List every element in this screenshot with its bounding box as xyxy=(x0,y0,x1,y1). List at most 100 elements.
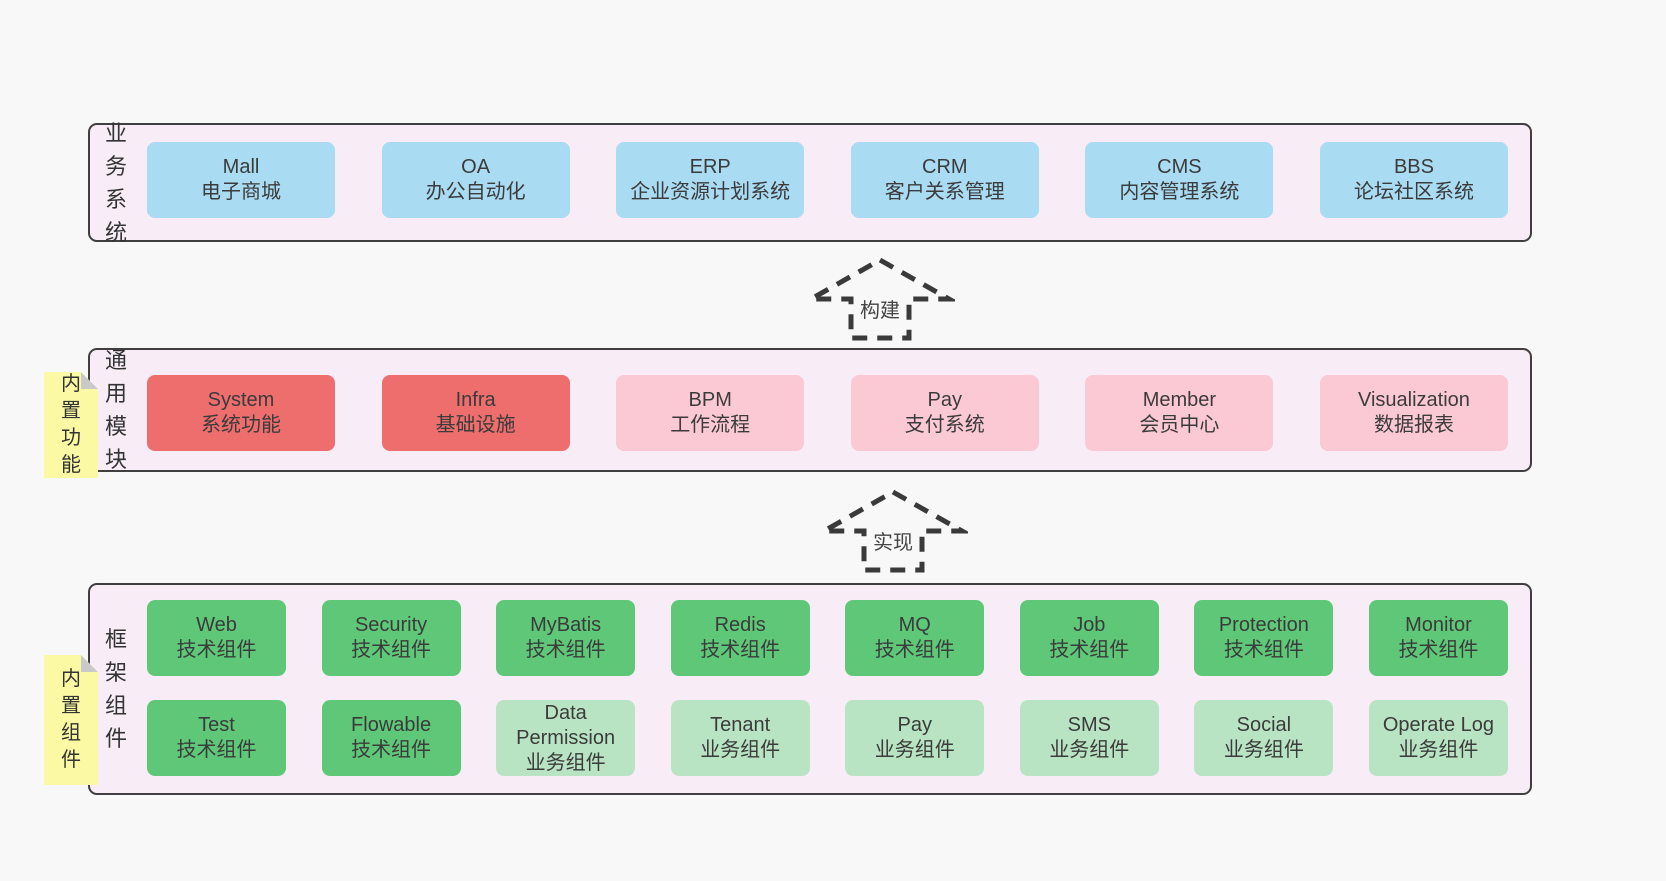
arrow-implement: 实现 xyxy=(818,488,968,574)
box-monitor: Monitor 技术组件 xyxy=(1368,600,1508,676)
band-label-common-modules: 通用模块 xyxy=(105,348,128,472)
box-title: Member xyxy=(1142,389,1217,411)
box-infra: Infra 基础设施 xyxy=(381,375,570,451)
box-oa: OA 办公自动化 xyxy=(381,142,570,218)
box-redis: Redis 技术组件 xyxy=(670,600,810,676)
box-subtitle: 业务组件 xyxy=(874,739,955,761)
arrow-build: 构建 xyxy=(805,256,955,342)
box-subtitle: 业务组件 xyxy=(1398,739,1479,761)
box-row: Mall 电子商城 OA 办公自动化 ERP 企业资源计划系统 CRM 客户关系… xyxy=(147,142,1508,218)
box-title: BPM xyxy=(688,389,732,411)
box-mybatis: MyBatis 技术组件 xyxy=(496,600,636,676)
box-subtitle: 客户关系管理 xyxy=(884,181,1005,203)
box-member: Member 会员中心 xyxy=(1085,375,1274,451)
box-title: Tenant xyxy=(710,714,771,736)
box-title: Visualization xyxy=(1358,389,1470,411)
box-subtitle: 技术组件 xyxy=(874,639,955,661)
box-subtitle: 技术组件 xyxy=(176,639,257,661)
box-title: Infra xyxy=(455,389,496,411)
box-title: CRM xyxy=(922,156,968,178)
box-title: Pay xyxy=(897,714,932,736)
box-web: Web 技术组件 xyxy=(147,600,286,676)
box-subtitle: 企业资源计划系统 xyxy=(630,181,791,203)
band-business-systems: 业务系统 Mall 电子商城 OA 办公自动化 ERP 企业资源计划系统 CRM… xyxy=(88,120,1532,245)
box-title: ERP xyxy=(689,156,731,178)
box-cms: CMS 内容管理系统 xyxy=(1085,142,1274,218)
arrow-label: 构建 xyxy=(857,294,903,323)
box-test: Test 技术组件 xyxy=(147,700,286,776)
box-subtitle: 基础设施 xyxy=(435,414,516,436)
box-visualization: Visualization 数据报表 xyxy=(1319,375,1508,451)
box-title: Mall xyxy=(222,156,260,178)
box-title: Monitor xyxy=(1405,614,1472,636)
box-title: Job xyxy=(1073,614,1106,636)
box-operate-log: Operate Log 业务组件 xyxy=(1368,700,1508,776)
box-title: Web xyxy=(196,614,237,636)
box-subtitle: 技术组件 xyxy=(176,739,257,761)
arrow-label: 实现 xyxy=(870,526,916,555)
box-subtitle: 系统功能 xyxy=(201,414,281,436)
box-subtitle: 内容管理系统 xyxy=(1119,181,1240,203)
box-row: System 系统功能 Infra 基础设施 BPM 工作流程 Pay 支付系统… xyxy=(147,375,1508,451)
box-title: MQ xyxy=(898,614,931,636)
box-subtitle: 工作流程 xyxy=(670,414,751,436)
box-subtitle: 技术组件 xyxy=(351,739,432,761)
box-title: Protection xyxy=(1218,614,1309,636)
box-pay: Pay 支付系统 xyxy=(850,375,1039,451)
band-framework-components: 框架组件 内置组件 Web 技术组件 Security 技术组件 MyBatis… xyxy=(88,583,1532,795)
box-social: Social 业务组件 xyxy=(1194,700,1334,776)
box-subtitle: 技术组件 xyxy=(700,639,781,661)
box-crm: CRM 客户关系管理 xyxy=(850,142,1039,218)
band-common-modules: 通用模块 内置功能 System 系统功能 Infra 基础设施 BPM 工作流… xyxy=(88,348,1532,472)
box-title: Test xyxy=(198,714,235,736)
box-flowable: Flowable 技术组件 xyxy=(321,700,461,776)
box-row: Test 技术组件 Flowable 技术组件 Data Permission … xyxy=(147,700,1508,776)
box-subtitle: 技术组件 xyxy=(1049,639,1130,661)
box-subtitle: 办公自动化 xyxy=(425,181,526,203)
box-subtitle: 技术组件 xyxy=(525,639,606,661)
box-title: SMS xyxy=(1067,714,1111,736)
box-bpm: BPM 工作流程 xyxy=(616,375,805,451)
box-title: System xyxy=(207,389,275,411)
box-subtitle: 论坛社区系统 xyxy=(1353,181,1474,203)
band-label-framework-components: 框架组件 xyxy=(105,627,128,751)
box-subtitle: 技术组件 xyxy=(1223,639,1304,661)
box-pay: Pay 业务组件 xyxy=(845,700,985,776)
box-security: Security 技术组件 xyxy=(321,600,461,676)
box-title: Data Permission xyxy=(516,701,616,749)
box-subtitle: 电子商城 xyxy=(201,181,281,203)
box-title: MyBatis xyxy=(530,614,602,636)
box-protection: Protection 技术组件 xyxy=(1194,600,1334,676)
up-arrow-icon xyxy=(805,257,955,341)
box-row: Web 技术组件 Security 技术组件 MyBatis 技术组件 Redi… xyxy=(147,600,1508,676)
box-title: CMS xyxy=(1157,156,1202,178)
box-subtitle: 技术组件 xyxy=(1398,639,1479,661)
box-data-permission: Data Permission 业务组件 xyxy=(496,700,636,776)
sticky-note-framework-components: 内置组件 xyxy=(44,655,98,785)
box-subtitle: 业务组件 xyxy=(525,751,606,774)
box-subtitle: 业务组件 xyxy=(1049,739,1130,761)
box-tenant: Tenant 业务组件 xyxy=(670,700,810,776)
box-title: BBS xyxy=(1393,156,1434,178)
box-title: Operate Log xyxy=(1382,714,1495,736)
box-subtitle: 业务组件 xyxy=(1223,739,1304,761)
box-title: Flowable xyxy=(351,714,432,736)
up-arrow-icon xyxy=(818,489,968,573)
box-subtitle: 业务组件 xyxy=(700,739,781,761)
box-sms: SMS 业务组件 xyxy=(1019,700,1159,776)
box-bbs: BBS 论坛社区系统 xyxy=(1319,142,1508,218)
box-title: Social xyxy=(1236,714,1292,736)
box-title: Redis xyxy=(714,614,766,636)
box-mall: Mall 电子商城 xyxy=(147,142,335,218)
box-title: Security xyxy=(354,614,428,636)
box-subtitle: 支付系统 xyxy=(904,414,985,436)
box-job: Job 技术组件 xyxy=(1019,600,1159,676)
box-erp: ERP 企业资源计划系统 xyxy=(616,142,805,218)
box-subtitle: 技术组件 xyxy=(351,639,432,661)
box-system: System 系统功能 xyxy=(147,375,335,451)
band-label-business-systems: 业务系统 xyxy=(105,120,128,245)
box-mq: MQ 技术组件 xyxy=(845,600,985,676)
sticky-note-common-modules: 内置功能 xyxy=(44,372,98,478)
box-title: Pay xyxy=(927,389,963,411)
box-title: OA xyxy=(461,156,491,178)
